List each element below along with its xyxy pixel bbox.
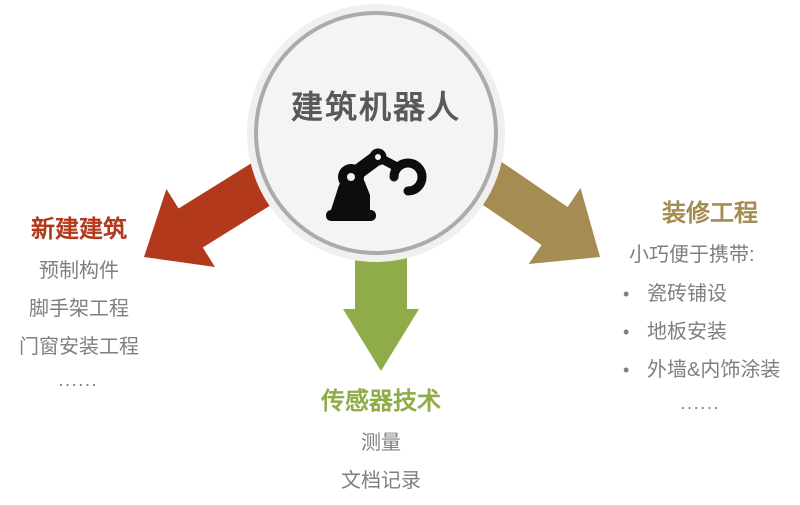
section-new-construction: 新建建筑 预制构件 脚手架工程 门窗安装工程 ...... [0,216,158,389]
section-title-new-construction: 新建建筑 [31,216,127,243]
section-decoration: 装修工程 小巧便于携带: • 瓷砖铺设 • 地板安装 • 外墙&内饰涂装 ...… [615,200,800,412]
list-item: 脚手架工程 [29,298,129,320]
robot-arm-icon [326,148,427,221]
section-subtitle: 小巧便于携带: [629,244,755,266]
section-title-decoration: 装修工程 [662,200,758,227]
center-circle-ring [254,11,498,255]
list-item: 文档记录 [341,470,421,492]
ellipsis: ...... [59,374,99,389]
list-item-label: 瓷砖铺设 [647,283,727,305]
bullet-dot: • [623,322,630,342]
list-item: 测量 [361,432,401,454]
section-sensor-tech: 传感器技术 测量 文档记录 [291,388,471,505]
list-item-label: 地板安装 [647,321,727,343]
ellipsis: ...... [681,397,721,412]
arrow-sensor [343,245,419,371]
bullet-dot: • [623,284,630,304]
list-item: • 瓷砖铺设 [615,283,800,306]
list-item: 门窗安装工程 [19,336,139,358]
list-item: 预制构件 [39,260,119,282]
list-item-label: 外墙&内饰涂装 [647,359,781,381]
bullet-list: • 瓷砖铺设 • 地板安装 • 外墙&内饰涂装 [615,283,800,382]
center-circle: 建筑机器人 [247,4,505,262]
bullet-dot: • [623,360,630,380]
center-title: 建筑机器人 [290,89,461,125]
list-item: • 地板安装 [615,321,800,344]
section-title-sensor-tech: 传感器技术 [321,388,441,415]
list-item: • 外墙&内饰涂装 [615,359,800,382]
